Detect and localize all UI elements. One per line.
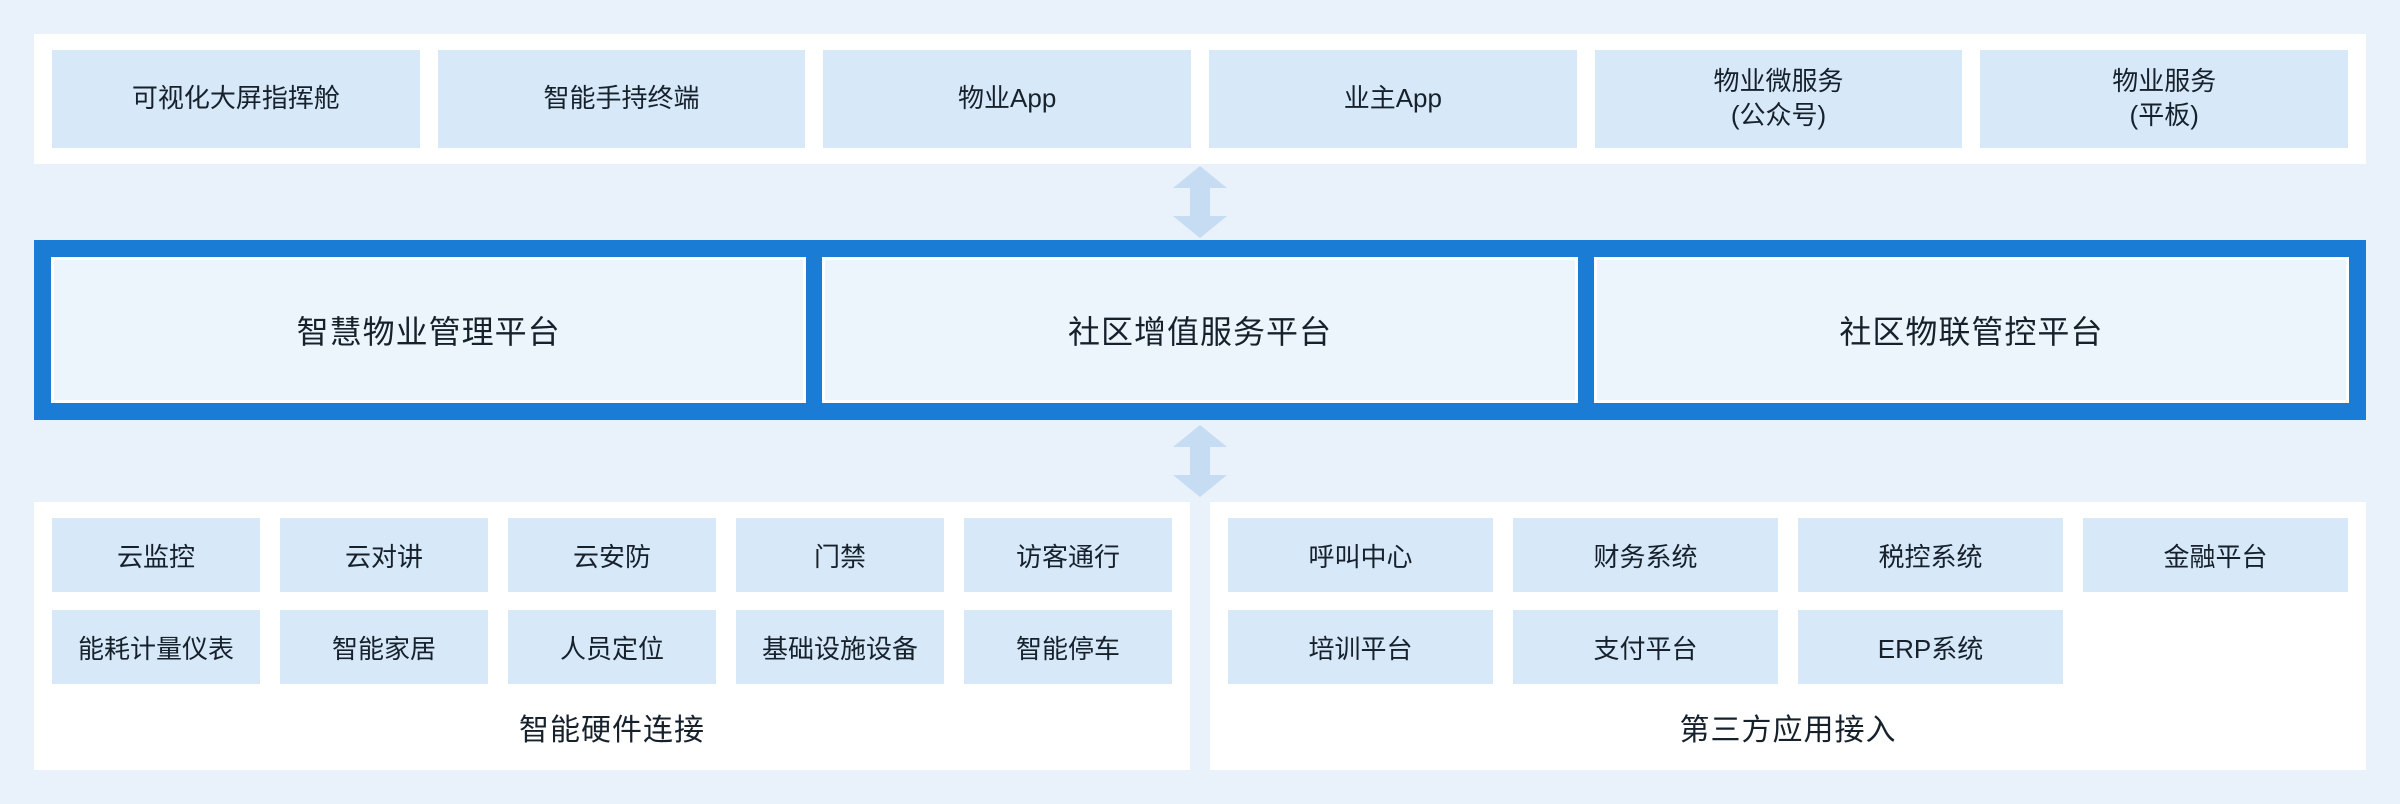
row-spacer (1228, 592, 2348, 610)
panel-smart-hardware: 云监控 云对讲 云安防 门禁 访客通行 能耗计量仪表 智能家居 人员定位 基础设… (34, 502, 1190, 770)
up-down-arrow-icon (1173, 166, 1227, 238)
thirdparty-item-finance-system: 财务系统 (1513, 518, 1778, 592)
thirdparty-item-call-center: 呼叫中心 (1228, 518, 1493, 592)
terminal-layer: 可视化大屏指挥舱 智能手持终端 物业App 业主App 物业微服务 (公众号) … (34, 34, 2366, 164)
row-spacer (52, 592, 1172, 610)
hardware-item-smart-home: 智能家居 (280, 610, 488, 684)
section-label-third-party: 第三方应用接入 (1679, 714, 1897, 747)
integration-layer: 云监控 云对讲 云安防 门禁 访客通行 能耗计量仪表 智能家居 人员定位 基础设… (34, 502, 2366, 770)
terminal-box-owner-app: 业主App (1209, 50, 1577, 148)
thirdparty-grid-row1: 呼叫中心 财务系统 税控系统 金融平台 (1228, 518, 2348, 592)
hardware-item-cloud-intercom: 云对讲 (280, 518, 488, 592)
connector-top (34, 164, 2366, 240)
hardware-grid-row2: 能耗计量仪表 智能家居 人员定位 基础设施设备 智能停车 (52, 610, 1172, 684)
terminal-box-handheld: 智能手持终端 (437, 50, 806, 148)
platform-box-value-added-service: 社区增值服务平台 (822, 257, 1578, 403)
thirdparty-item-erp-system: ERP系统 (1798, 610, 2063, 684)
terminal-box-tablet-service: 物业服务 (平板) (1980, 50, 2349, 148)
thirdparty-item-payment-platform: 支付平台 (1513, 610, 1778, 684)
section-label-smart-hardware: 智能硬件连接 (519, 714, 705, 747)
terminal-box-property-app: 物业App (823, 50, 1192, 148)
hardware-item-personnel-location: 人员定位 (508, 610, 716, 684)
hardware-item-visitor-pass: 访客通行 (964, 518, 1172, 592)
terminal-box-command-center: 可视化大屏指挥舱 (52, 50, 420, 148)
hardware-grid-row1: 云监控 云对讲 云安防 门禁 访客通行 (52, 518, 1172, 592)
hardware-item-infrastructure: 基础设施设备 (736, 610, 944, 684)
platform-box-property-management: 智慧物业管理平台 (51, 257, 807, 403)
hardware-item-energy-meter: 能耗计量仪表 (52, 610, 260, 684)
platform-layer: 智慧物业管理平台 社区增值服务平台 社区物联管控平台 (34, 240, 2366, 420)
hardware-item-smart-parking: 智能停车 (964, 610, 1172, 684)
panel-third-party: 呼叫中心 财务系统 税控系统 金融平台 培训平台 支付平台 ERP系统 第三方应… (1210, 502, 2366, 770)
up-down-arrow-icon (1173, 425, 1227, 497)
connector-bottom (34, 420, 2366, 502)
thirdparty-item-financial-platform: 金融平台 (2083, 518, 2348, 592)
terminal-box-wechat-service: 物业微服务 (公众号) (1594, 50, 1963, 148)
thirdparty-item-training-platform: 培训平台 (1228, 610, 1493, 684)
platform-box-iot-control: 社区物联管控平台 (1593, 257, 2349, 403)
thirdparty-grid-row2: 培训平台 支付平台 ERP系统 (1228, 610, 2348, 684)
hardware-item-access-control: 门禁 (736, 518, 944, 592)
hardware-item-cloud-monitoring: 云监控 (52, 518, 260, 592)
thirdparty-item-tax-system: 税控系统 (1798, 518, 2063, 592)
hardware-item-cloud-security: 云安防 (508, 518, 716, 592)
